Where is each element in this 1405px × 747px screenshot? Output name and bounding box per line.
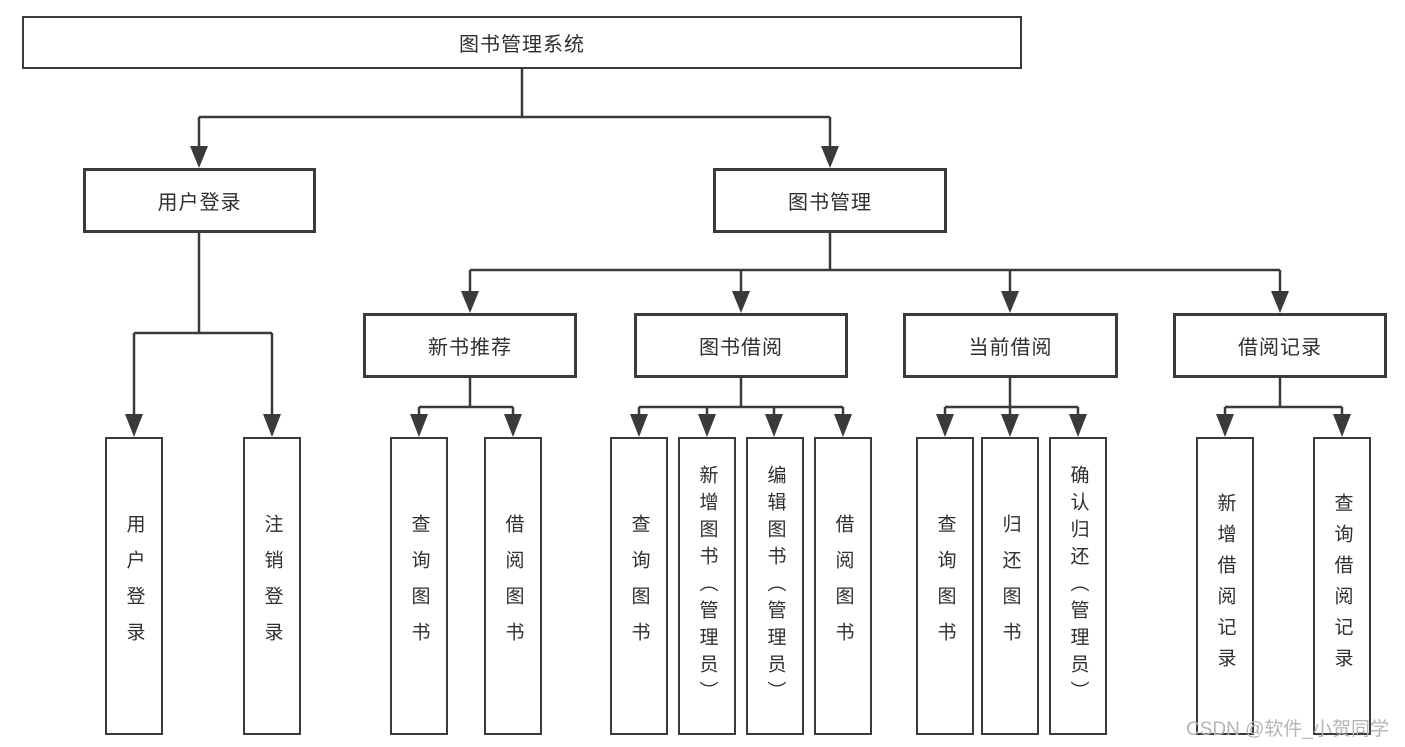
node-br-add-record-label: 新增借阅记录 <box>1214 493 1236 679</box>
node-leaf-user-login: 用户登录 <box>105 437 163 735</box>
node-br-query-record: 查询借阅记录 <box>1313 437 1371 735</box>
node-book-borrowing-label: 图书借阅 <box>699 337 783 359</box>
connector-root-to-level2 <box>197 69 832 148</box>
arrowhead-book-management <box>821 146 839 168</box>
node-leaf-logout-label: 注销登录 <box>261 514 283 658</box>
node-cb-query-books: 查询图书 <box>916 437 974 735</box>
arrowhead-leaf-user-login <box>125 414 143 437</box>
connector-current-borrowing-to-leaves <box>943 378 1080 416</box>
node-cb-confirm-return-admin-label: 确认归还（管理员） <box>1067 464 1089 708</box>
arrowhead-rec-query-books <box>410 414 428 437</box>
node-current-borrowing: 当前借阅 <box>903 313 1118 378</box>
node-user-login-branch: 用户登录 <box>83 168 316 233</box>
node-bb-add-books-admin: 新增图书（管理员） <box>678 437 736 735</box>
node-bb-query-books-label: 查询图书 <box>628 514 650 658</box>
node-rec-query-books: 查询图书 <box>390 437 448 735</box>
node-bb-query-books: 查询图书 <box>610 437 668 735</box>
node-bb-borrow-books-label: 借阅图书 <box>832 514 854 658</box>
node-br-add-record: 新增借阅记录 <box>1196 437 1254 735</box>
node-cb-return-books-label: 归还图书 <box>999 514 1021 658</box>
node-cb-confirm-return-admin: 确认归还（管理员） <box>1049 437 1107 735</box>
arrowhead-bb-add-books <box>698 414 716 437</box>
arrowhead-rec-borrow-books <box>504 414 522 437</box>
node-rec-borrow-books-label: 借阅图书 <box>502 514 524 658</box>
node-current-borrowing-label: 当前借阅 <box>968 337 1053 359</box>
node-cb-query-books-label: 查询图书 <box>934 514 956 658</box>
node-bb-edit-books-admin: 编辑图书（管理员） <box>746 437 804 735</box>
node-new-book-recommend-label: 新书推荐 <box>428 337 512 359</box>
node-leaf-logout: 注销登录 <box>243 437 301 735</box>
arrowhead-cb-return-books <box>1001 414 1019 437</box>
node-book-management: 图书管理 <box>713 168 947 233</box>
arrowhead-user-login-branch <box>190 146 208 168</box>
node-user-login-branch-label: 用户登录 <box>157 192 242 214</box>
node-new-book-recommend: 新书推荐 <box>363 313 577 378</box>
connector-book-management-to-level3 <box>468 233 1282 292</box>
node-rec-borrow-books: 借阅图书 <box>484 437 542 735</box>
csdn-watermark: CSDN @软件_小贺同学 <box>1186 719 1389 740</box>
arrowhead-br-add-record <box>1216 414 1234 437</box>
arrowhead-borrowing-records <box>1271 291 1289 313</box>
node-book-management-label: 图书管理 <box>788 192 872 214</box>
arrowhead-cb-confirm-return <box>1069 414 1087 437</box>
node-book-borrowing: 图书借阅 <box>634 313 848 378</box>
arrowhead-bb-borrow-books <box>834 414 852 437</box>
node-root-library-system: 图书管理系统 <box>22 16 1022 69</box>
node-bb-add-books-admin-label: 新增图书（管理员） <box>696 464 718 708</box>
arrowhead-cb-query-books <box>936 414 954 437</box>
arrowhead-book-borrowing <box>732 291 750 313</box>
node-rec-query-books-label: 查询图书 <box>408 514 430 658</box>
node-bb-borrow-books: 借阅图书 <box>814 437 872 735</box>
node-borrowing-records: 借阅记录 <box>1173 313 1387 378</box>
arrowhead-new-book-recommend <box>461 291 479 313</box>
node-bb-edit-books-admin-label: 编辑图书（管理员） <box>764 464 786 708</box>
node-cb-return-books: 归还图书 <box>981 437 1039 735</box>
node-root-label: 图书管理系统 <box>459 34 585 56</box>
arrowhead-br-query-record <box>1333 414 1351 437</box>
connector-borrowing-records-to-leaves <box>1223 378 1344 416</box>
arrowhead-bb-edit-books <box>765 414 783 437</box>
arrowhead-bb-query-books <box>630 414 648 437</box>
arrowhead-leaf-logout <box>263 414 281 437</box>
node-br-query-record-label: 查询借阅记录 <box>1331 493 1353 679</box>
arrowhead-current-borrowing <box>1001 291 1019 313</box>
connector-new-book-recommend-to-leaves <box>417 378 515 416</box>
connector-book-borrowing-to-leaves <box>637 378 845 416</box>
node-leaf-user-login-label: 用户登录 <box>123 514 145 658</box>
node-borrowing-records-label: 借阅记录 <box>1238 337 1322 359</box>
connector-user-login-to-leaves <box>132 233 274 416</box>
